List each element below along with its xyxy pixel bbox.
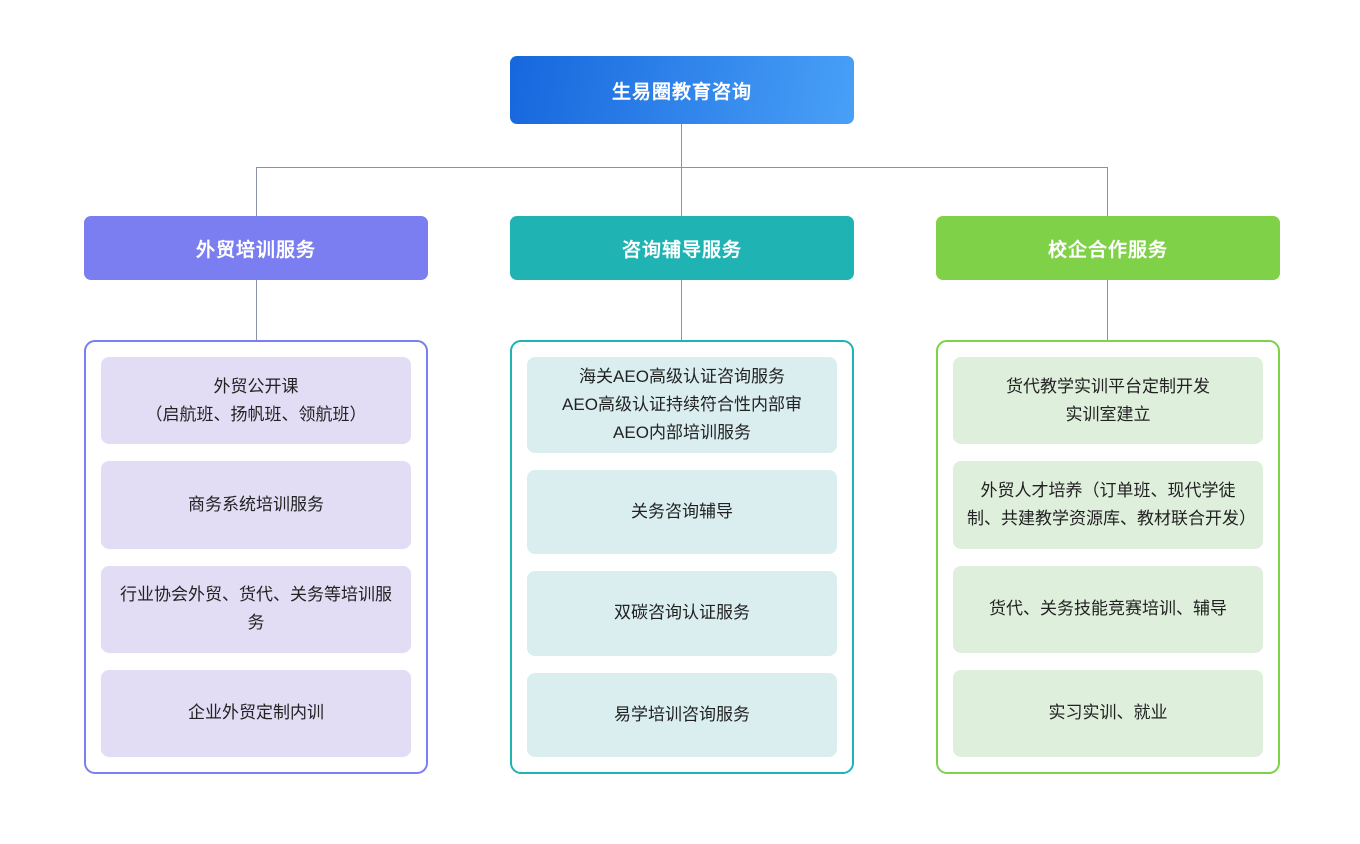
connector-horizontal-bus xyxy=(256,167,1108,168)
leaf-item[interactable]: 外贸人才培养（订单班、现代学徒制、共建教学资源库、教材联合开发） xyxy=(953,461,1263,549)
leaf-item-label: 企业外贸定制内训 xyxy=(188,703,324,723)
leaf-item-label: 行业协会外贸、货代、关务等培训服务 xyxy=(120,585,392,633)
leaf-item[interactable]: 货代教学实训平台定制开发实训室建立 xyxy=(953,357,1263,445)
branch-header-zixun-fudao[interactable]: 咨询辅导服务 xyxy=(510,216,854,280)
branch-header-xiaoqi-hezuo[interactable]: 校企合作服务 xyxy=(936,216,1280,280)
leaf-item[interactable]: 实习实训、就业 xyxy=(953,669,1263,757)
connector-drop-branch-3 xyxy=(1107,167,1108,216)
leaf-item-label: 实习实训、就业 xyxy=(1048,703,1168,723)
leaf-item[interactable]: 关务咨询辅导 xyxy=(527,470,837,555)
leaf-item-label: 商务系统培训服务 xyxy=(188,494,324,514)
leaf-item[interactable]: 双碳咨询认证服务 xyxy=(527,571,837,656)
leaf-item-label: 货代、关务技能竞赛培训、辅导 xyxy=(989,599,1227,619)
connector-stem-branch-2 xyxy=(681,280,682,340)
branch-header-waimao-peixun[interactable]: 外贸培训服务 xyxy=(84,216,428,280)
leaf-item[interactable]: 货代、关务技能竞赛培训、辅导 xyxy=(953,565,1263,653)
leaf-item-label: 双碳咨询认证服务 xyxy=(614,603,750,623)
connector-stem-branch-3 xyxy=(1107,280,1108,340)
connector-drop-branch-2 xyxy=(681,167,682,216)
connector-root-trunk xyxy=(681,124,682,167)
leaf-item-label: 易学培训咨询服务 xyxy=(614,704,750,724)
leaf-item-label: 外贸公开课（启航班、扬帆班、领航班） xyxy=(145,376,367,424)
leaf-item[interactable]: 易学培训咨询服务 xyxy=(527,672,837,757)
leaf-item-label: 货代教学实训平台定制开发实训室建立 xyxy=(1006,376,1210,424)
leaf-item[interactable]: 外贸公开课（启航班、扬帆班、领航班） xyxy=(101,357,411,445)
leaf-item-label: 关务咨询辅导 xyxy=(631,502,733,522)
connector-drop-branch-1 xyxy=(256,167,257,216)
connector-stem-branch-1 xyxy=(256,280,257,340)
leaf-item[interactable]: 商务系统培训服务 xyxy=(101,461,411,549)
branch-container-xiaoqi-hezuo: 货代教学实训平台定制开发实训室建立 外贸人才培养（订单班、现代学徒制、共建教学资… xyxy=(936,340,1280,774)
leaf-item[interactable]: 行业协会外贸、货代、关务等培训服务 xyxy=(101,565,411,653)
branch-container-waimao-peixun: 外贸公开课（启航班、扬帆班、领航班） 商务系统培训服务 行业协会外贸、货代、关务… xyxy=(84,340,428,774)
leaf-item[interactable]: 企业外贸定制内训 xyxy=(101,669,411,757)
leaf-item-label: 外贸人才培养（订单班、现代学徒制、共建教学资源库、教材联合开发） xyxy=(967,480,1256,528)
root-node[interactable]: 生易圈教育咨询 xyxy=(510,56,854,124)
